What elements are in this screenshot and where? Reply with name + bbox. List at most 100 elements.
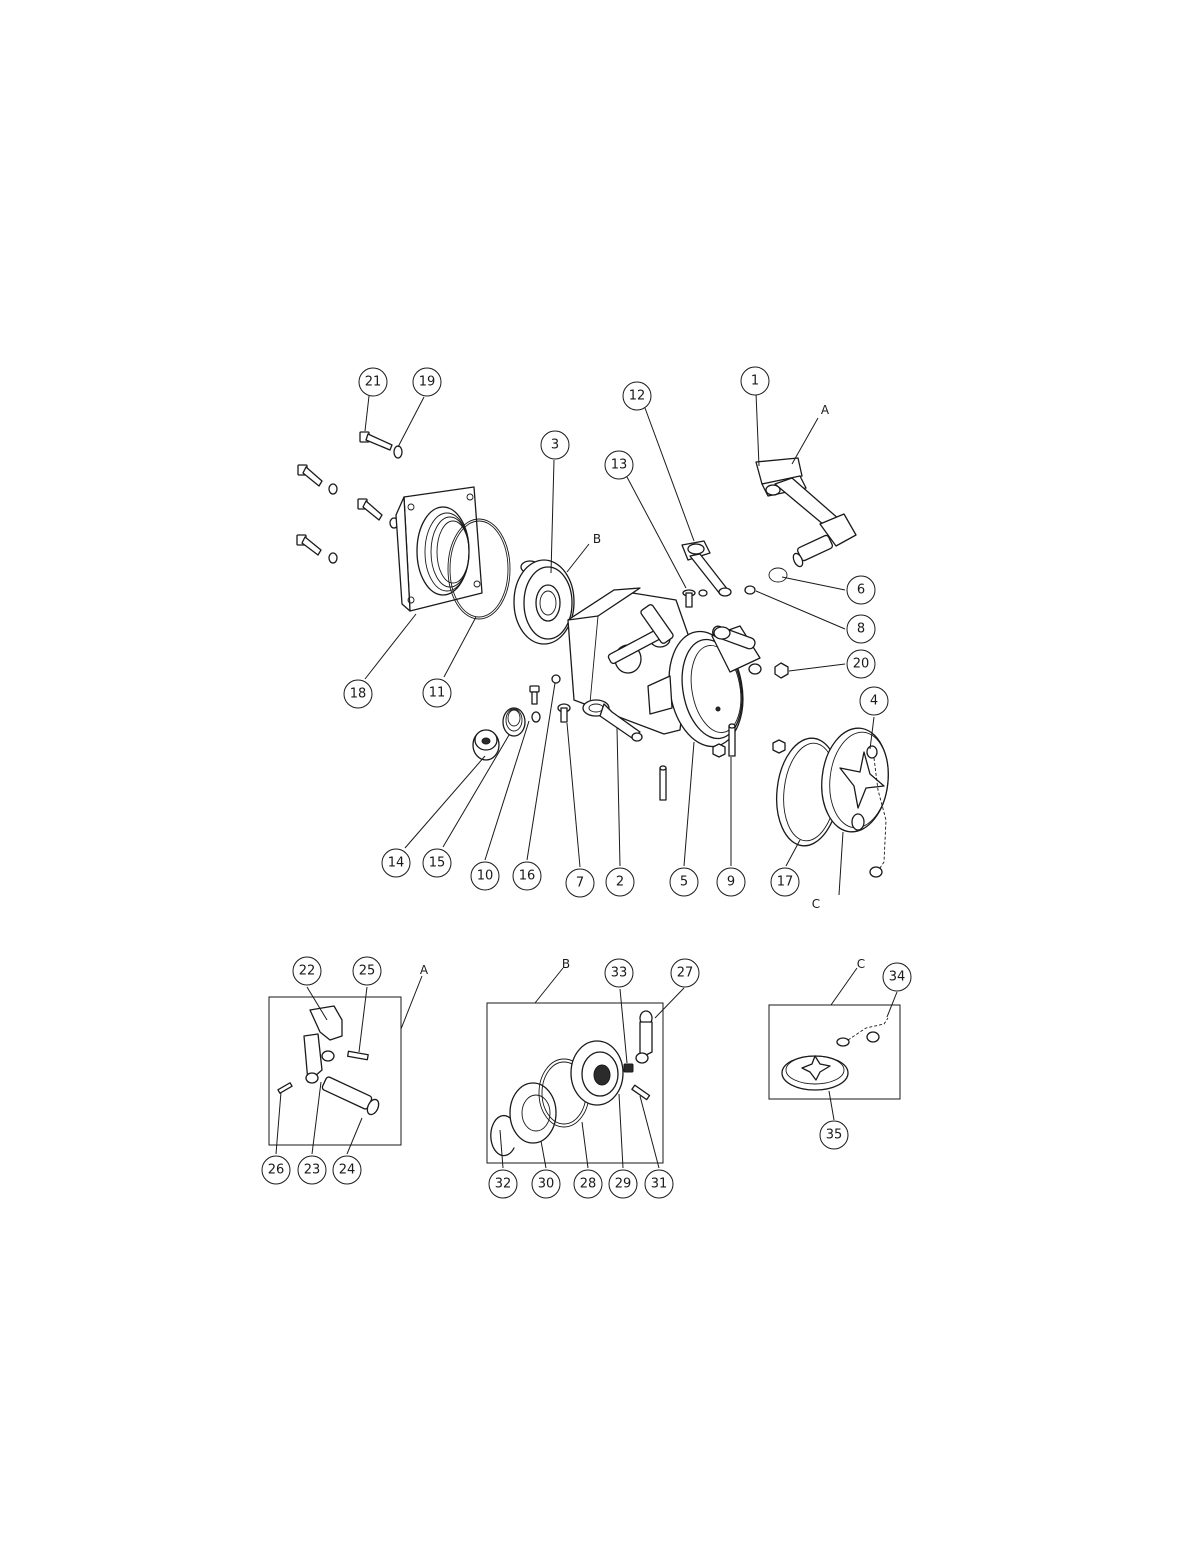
part-pins-9 <box>659 723 736 801</box>
svg-text:30: 30 <box>538 1177 555 1192</box>
part-screw-16a <box>529 685 540 705</box>
part-spring-33 <box>623 1063 634 1073</box>
part-oring-11 <box>447 518 511 620</box>
callout-19: 19 <box>412 367 442 397</box>
svg-text:14: 14 <box>388 856 405 871</box>
callout-23: 23 <box>297 1155 327 1185</box>
part-flange-bolts <box>296 464 399 564</box>
part-pin-13 <box>682 589 708 608</box>
svg-text:17: 17 <box>777 875 794 890</box>
part-washer-16 <box>551 674 561 684</box>
part-shaft-24 <box>321 1076 380 1116</box>
svg-text:2: 2 <box>616 875 624 890</box>
view-letter-c-main: C <box>812 897 820 911</box>
part-ring-6 <box>768 567 788 583</box>
callout-24: 24 <box>332 1155 362 1185</box>
svg-text:34: 34 <box>889 970 906 985</box>
part-handle-22 <box>303 1005 343 1084</box>
callout-26: 26 <box>261 1155 291 1185</box>
part-pin-25 <box>346 1050 369 1061</box>
part-seal-30 <box>509 1082 557 1144</box>
detail-b-view <box>486 1002 664 1164</box>
part-pin-7 <box>557 703 571 723</box>
detail-a-view <box>268 996 402 1146</box>
callout-6: 6 <box>846 575 876 605</box>
part-nuts <box>712 739 786 758</box>
callout-balloons: 21 19 3 12 13 1 6 8 20 4 18 11 14 15 10 … <box>261 366 912 1199</box>
part-coupler-body-5 <box>567 587 761 748</box>
part-cam-lever-1 <box>755 457 857 568</box>
detail-c-view <box>768 1004 901 1100</box>
view-letter-b-detail: B <box>562 957 570 971</box>
svg-text:1: 1 <box>751 374 759 389</box>
main-exploded-view <box>296 431 889 878</box>
part-flange-18 <box>395 486 483 612</box>
callout-30: 30 <box>531 1169 561 1199</box>
part-cam-arm-12 <box>681 540 732 597</box>
svg-text:31: 31 <box>651 1177 668 1192</box>
callout-3: 3 <box>540 430 570 460</box>
view-letter-a-main: A <box>821 403 830 417</box>
part-bolt-21 <box>359 431 393 451</box>
svg-text:35: 35 <box>826 1128 843 1143</box>
svg-text:23: 23 <box>304 1163 321 1178</box>
callout-10: 10 <box>470 861 500 891</box>
callout-17: 17 <box>770 867 800 897</box>
detail-a-frame <box>268 996 402 1146</box>
part-washer-19 <box>393 445 403 459</box>
svg-text:16: 16 <box>519 869 536 884</box>
svg-text:25: 25 <box>359 964 376 979</box>
callout-8: 8 <box>846 614 876 644</box>
callout-29: 29 <box>608 1169 638 1199</box>
svg-text:4: 4 <box>870 694 878 709</box>
svg-text:29: 29 <box>615 1177 632 1192</box>
svg-text:8: 8 <box>857 622 865 637</box>
callout-4: 4 <box>859 686 889 716</box>
callout-13: 13 <box>604 450 634 480</box>
svg-text:12: 12 <box>629 389 646 404</box>
leader-lines <box>275 392 898 1169</box>
svg-text:10: 10 <box>477 869 494 884</box>
callout-31: 31 <box>644 1169 674 1199</box>
svg-text:24: 24 <box>339 1163 356 1178</box>
callout-16: 16 <box>512 861 542 891</box>
part-nut-20 <box>774 662 789 679</box>
svg-text:3: 3 <box>551 438 559 453</box>
svg-text:9: 9 <box>727 875 735 890</box>
svg-text:32: 32 <box>495 1177 512 1192</box>
svg-text:11: 11 <box>429 686 446 701</box>
svg-text:20: 20 <box>853 657 870 672</box>
part-ring-lever-20 <box>712 625 762 675</box>
callout-21: 21 <box>358 367 388 397</box>
svg-text:18: 18 <box>350 687 367 702</box>
callout-28: 28 <box>573 1169 603 1199</box>
callout-15: 15 <box>422 848 452 878</box>
svg-text:27: 27 <box>677 966 694 981</box>
callout-12: 12 <box>622 381 652 411</box>
part-spring-15 <box>502 707 526 737</box>
svg-text:21: 21 <box>365 375 382 390</box>
callout-1: 1 <box>740 366 770 396</box>
callout-20: 20 <box>846 649 876 679</box>
callout-32: 32 <box>488 1169 518 1199</box>
svg-text:22: 22 <box>299 964 316 979</box>
svg-text:26: 26 <box>268 1163 285 1178</box>
callout-2: 2 <box>605 867 635 897</box>
part-cam-arm-27 <box>635 1010 653 1064</box>
svg-text:5: 5 <box>680 875 688 890</box>
callout-22: 22 <box>292 956 322 986</box>
callout-14: 14 <box>381 848 411 878</box>
callout-11: 11 <box>422 678 452 708</box>
part-ring-8 <box>744 585 756 595</box>
part-plate-29 <box>570 1040 624 1106</box>
view-letter-b-main: B <box>593 532 601 546</box>
callout-9: 9 <box>716 867 746 897</box>
view-letter-c-detail: C <box>857 957 865 971</box>
part-cap-35 <box>781 1055 849 1091</box>
part-pin-31 <box>631 1084 651 1101</box>
part-chain-34 <box>836 1017 889 1047</box>
view-letters: A B C A B C <box>420 403 865 977</box>
callout-5: 5 <box>669 867 699 897</box>
part-dust-cap-4 <box>821 727 889 878</box>
